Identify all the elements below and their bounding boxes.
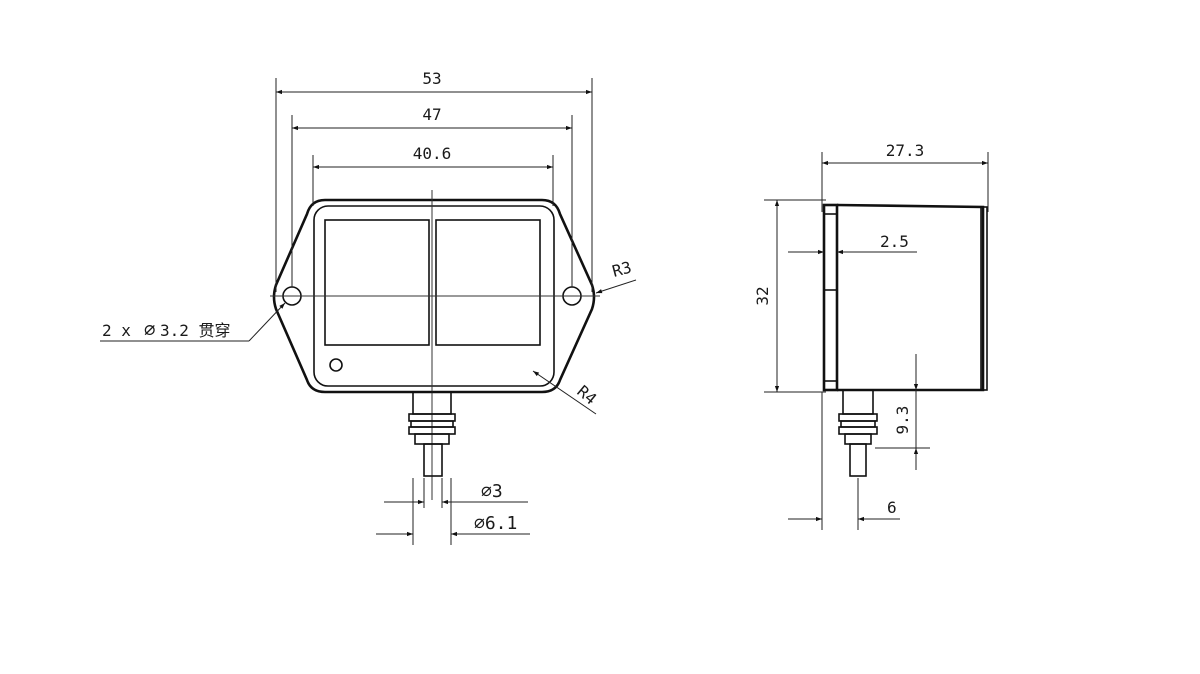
diameter-symbol: ∅	[144, 319, 155, 341]
dim-height: 32	[753, 286, 772, 305]
dim-gland-offset: 6	[887, 498, 897, 517]
dim-cable-outer: ∅6.1	[474, 513, 517, 534]
cable-gland	[408, 391, 456, 477]
side-cable-gland	[838, 389, 878, 477]
front-view: 53 47 40.6 R3 R4 2 x ∅ 3.2 贯穿 ∅3	[100, 69, 637, 545]
dim-holes-note: 2 x	[102, 321, 131, 340]
dim-flange: 2.5	[880, 232, 909, 251]
dim-depth: 27.3	[886, 141, 925, 160]
dim-gland-length: 9.3	[893, 406, 912, 435]
side-back-plate	[980, 206, 988, 391]
dim-radius-ear: R3	[610, 258, 634, 281]
dim-hole-spacing: 47	[422, 105, 441, 124]
window-right	[435, 219, 541, 346]
dim-radius-corner: R4	[573, 382, 600, 409]
dim-overall-width: 53	[422, 69, 441, 88]
side-body	[836, 203, 985, 392]
dim-holes-value: 3.2 贯穿	[160, 321, 231, 340]
side-view: 27.3 2.5 32 9.3 6	[753, 141, 989, 530]
side-flange	[822, 203, 839, 392]
indicator-dot	[329, 358, 343, 372]
window-left	[324, 219, 430, 346]
dim-body-width: 40.6	[413, 144, 452, 163]
dim-cable-inner: ∅3	[481, 481, 503, 502]
